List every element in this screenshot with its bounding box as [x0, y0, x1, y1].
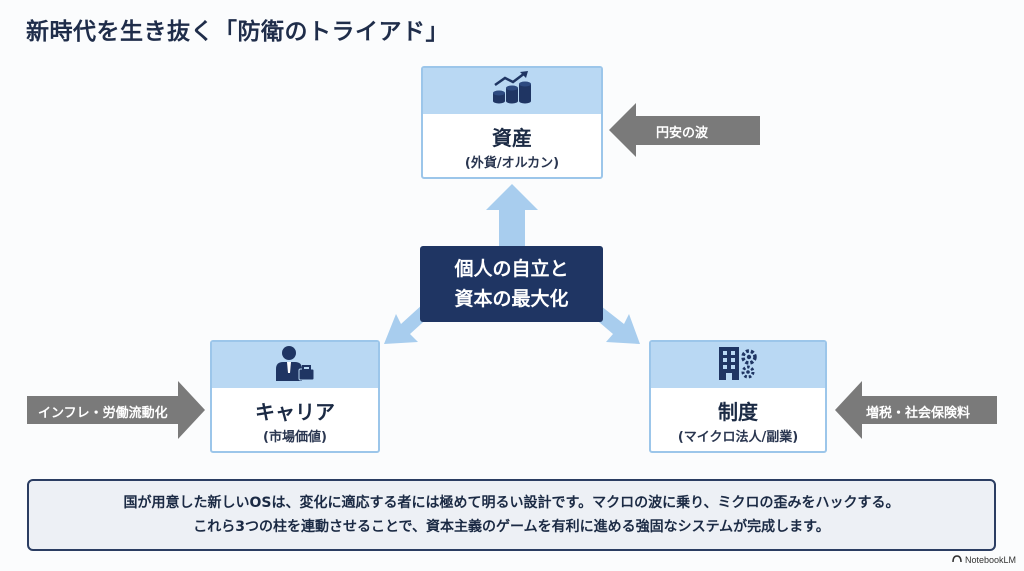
center-line-1: 個人の自立と: [454, 258, 569, 280]
businessperson-icon: [275, 345, 315, 385]
asset-subtitle: (外貨/オルカン): [464, 156, 560, 171]
threat-arrow-right: [835, 381, 997, 439]
connector-up-arrow: [486, 184, 538, 246]
asset-title: 資産: [492, 126, 532, 150]
building-gear-icon: [717, 345, 759, 385]
summary-line-1: 国が用意した新しいOSは、変化に適応する者には極めて明るい設計です。マクロの波に…: [123, 495, 900, 511]
career-card: キャリア (市場価値): [210, 340, 380, 453]
brand-label: NotebookLM: [964, 555, 1016, 565]
career-subtitle: (市場価値): [263, 430, 327, 445]
notebooklm-logo-icon: [952, 555, 962, 565]
center-line-2: 資本の最大化: [454, 288, 569, 310]
connector-right-arrow: [592, 306, 640, 344]
asset-card: 資産 (外貨/オルカン): [421, 66, 603, 179]
career-card-header: [212, 342, 378, 388]
center-goal-box: 個人の自立と 資本の最大化: [420, 246, 603, 322]
threat-arrow-left: [27, 381, 205, 439]
threat-label-top: 円安の波: [656, 126, 709, 141]
system-title: 制度: [718, 400, 758, 424]
threat-arrow-top: [609, 103, 760, 157]
system-card: 制度 (マイクロ法人/副業): [649, 340, 827, 453]
page-title: 新時代を生き抜く「防衛のトライアド」: [26, 19, 449, 45]
summary-line-2: これら3つの柱を連動させることで、資本主義のゲームを有利に進める強固なシステムが…: [193, 519, 830, 535]
system-card-header: [651, 342, 825, 388]
coins-growth-icon: [491, 71, 533, 111]
asset-card-header: [423, 68, 601, 114]
career-title: キャリア: [255, 400, 335, 424]
threat-label-right: 増税・社会保険料: [866, 406, 971, 421]
summary-box: 国が用意した新しいOSは、変化に適応する者には極めて明るい設計です。マクロの波に…: [27, 479, 996, 551]
brand-watermark: NotebookLM: [952, 555, 1016, 565]
system-subtitle: (マイクロ法人/副業): [677, 430, 799, 445]
threat-label-left: インフレ・労働流動化: [38, 406, 168, 421]
